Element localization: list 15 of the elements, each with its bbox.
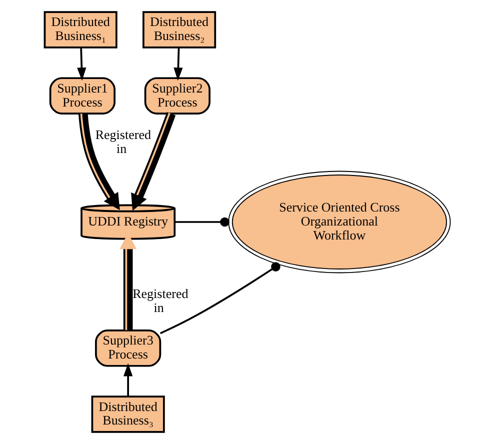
node-box: Distributed Business₂ <box>142 11 216 48</box>
edge-label: Registered in <box>94 126 151 156</box>
arrow <box>76 47 86 81</box>
node-box: Supplier2 Process <box>144 77 210 114</box>
node-box: Supplier1 Process <box>48 77 115 114</box>
arrow <box>123 363 132 396</box>
arrow <box>173 47 182 81</box>
connector <box>159 262 280 334</box>
node-box: Supplier3 Process <box>94 330 161 367</box>
edge-label: Registered in <box>132 286 188 316</box>
node-box: Distributed Business₁ <box>43 11 117 48</box>
node-box: Distributed Business₃ <box>90 396 164 433</box>
arrow <box>78 113 120 210</box>
arrow <box>130 112 176 211</box>
connector <box>174 217 229 227</box>
